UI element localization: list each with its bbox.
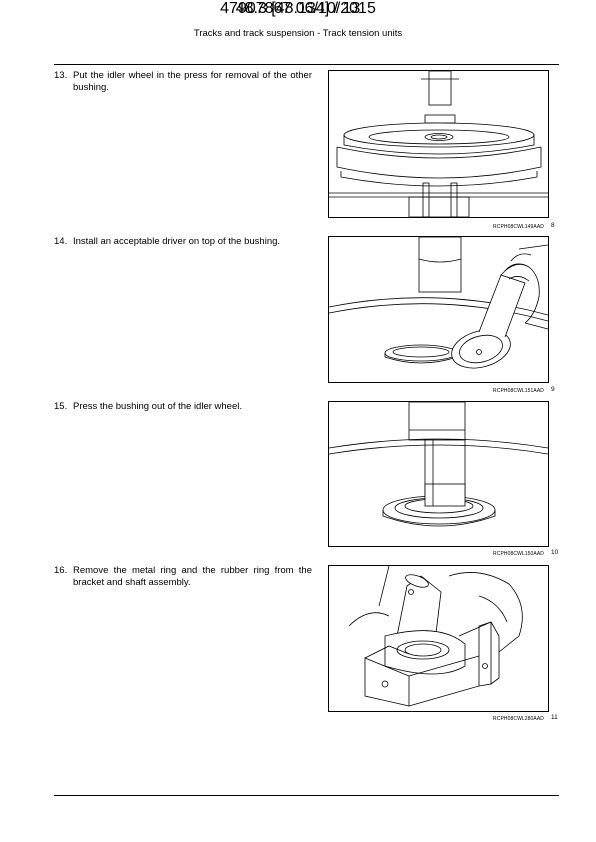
step-text: Remove the metal ring and the rubber rin… [73,565,312,588]
step-number: 16. [54,565,68,576]
step-15: 15. Press the bushing out of the idler w… [54,401,312,413]
step-14: 14. Install an acceptable driver on top … [54,236,312,248]
figure-10-bushing-pressed-out [328,401,549,547]
figure-number: 10 [551,549,559,556]
header-rule [54,64,559,65]
step-text: Put the idler wheel in the press for rem… [73,70,312,93]
footer-rule [54,795,559,796]
figure-number: 9 [551,386,555,393]
figure-id: RCPH08CWL149AAD [493,224,544,230]
figure-number: 11 [551,714,558,721]
step-16: 16. Remove the metal ring and the rubber… [54,565,312,589]
figure-id: RCPH08CWL151AAD [493,388,544,394]
figure-9-driver-on-bushing [328,236,549,383]
figure-id: RCPH08CWL280AAD [493,716,544,722]
step-text: Install an acceptable driver on top of t… [73,236,281,247]
step-13: 13. Put the idler wheel in the press for… [54,70,312,94]
step-number: 14. [54,236,68,247]
figure-11-bracket-and-shaft [328,565,549,712]
page-title: Tracks and track suspension - Track tens… [193,28,403,39]
figure-id: RCPH08CWL150AAD [493,551,544,557]
step-number: 15. [54,401,68,412]
step-number: 13. [54,70,68,81]
figure-number: 8 [551,222,555,229]
step-text: Press the bushing out of the idler wheel… [73,401,242,412]
footer-page-number: 48.3 [48.134] / 13 [235,0,361,17]
footer-doc-number: 47907867 06/10/2015 [220,0,376,17]
figure-8-idler-wheel-in-press [328,70,549,218]
